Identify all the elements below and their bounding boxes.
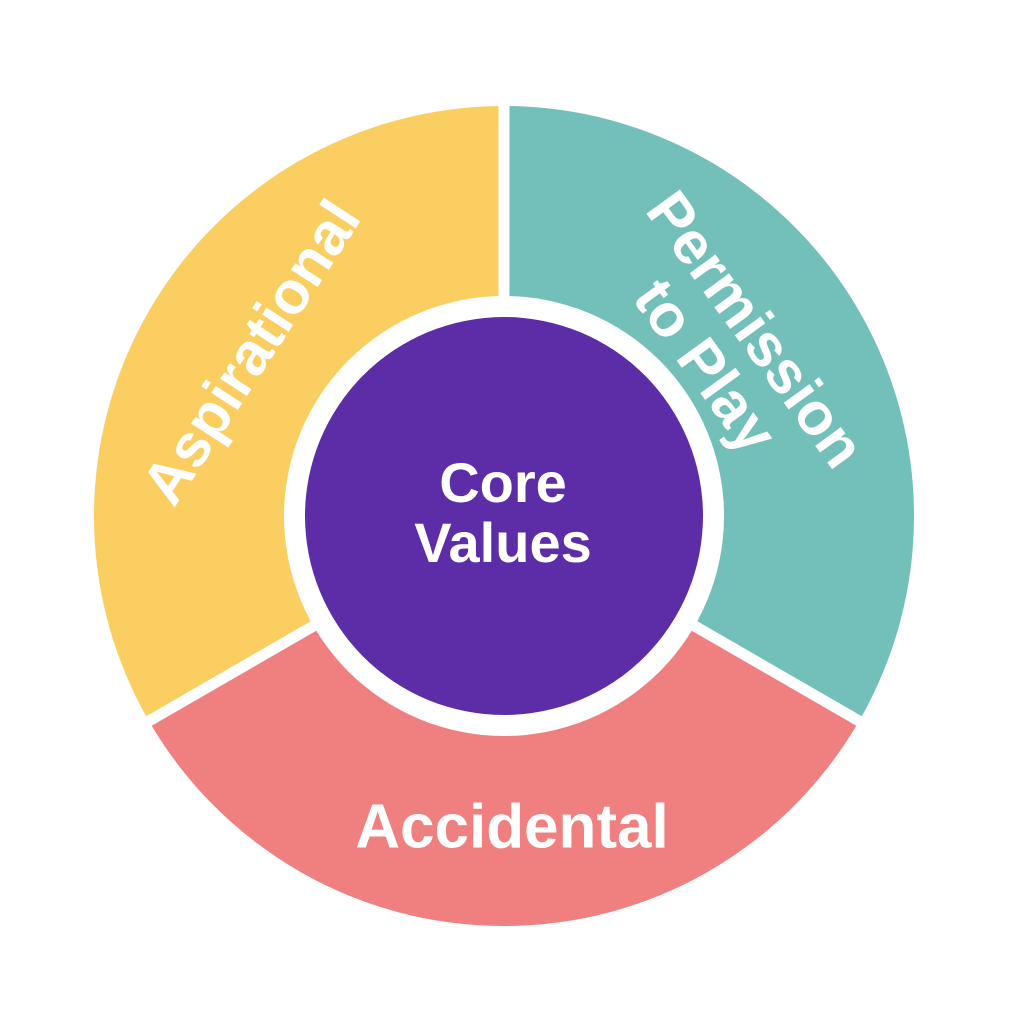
core-values-line-2: Values [414, 511, 592, 574]
core-values-label: Core Values [414, 453, 591, 573]
accidental-label: Accidental [355, 792, 669, 862]
center-circle [305, 317, 703, 715]
core-values-line-1: Core [439, 451, 567, 515]
